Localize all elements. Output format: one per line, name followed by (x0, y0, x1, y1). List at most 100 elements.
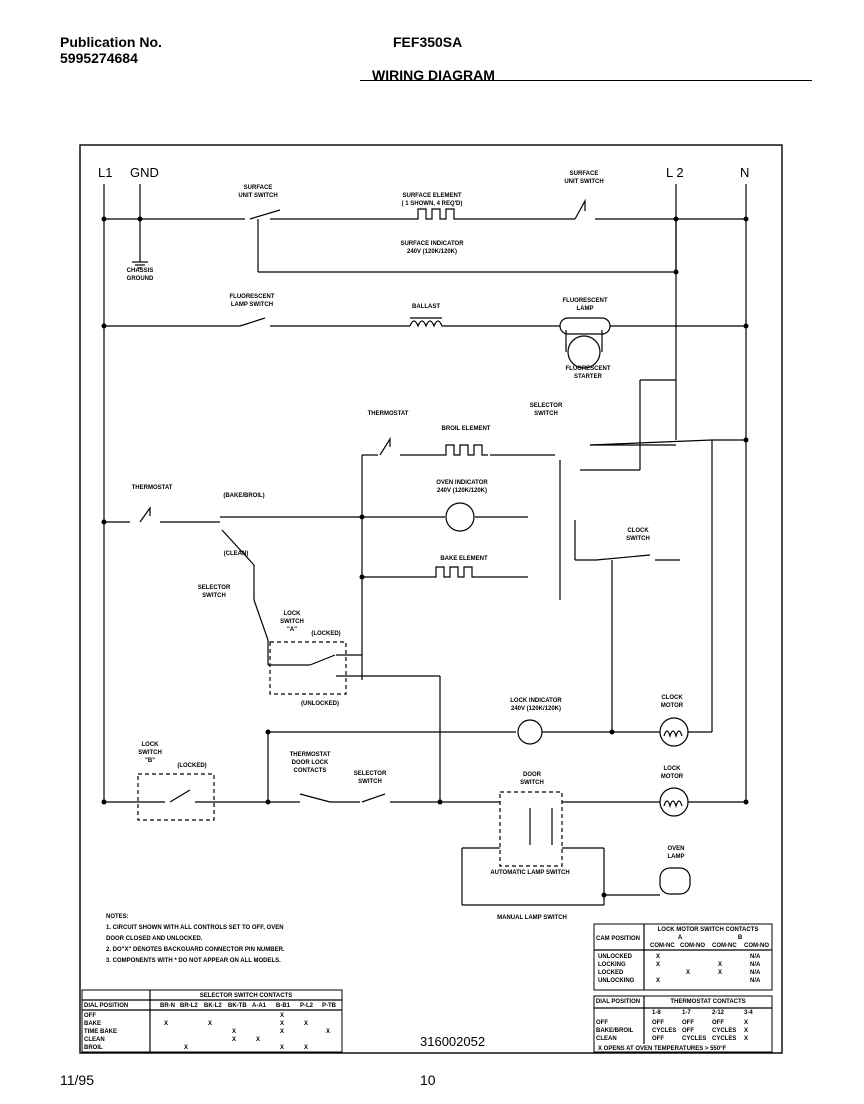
table-cell: LOCKED (598, 970, 624, 976)
thermostat-door-lock-line: DOOR LOCK (292, 760, 329, 766)
note-line: 1. CIRCUIT SHOWN WITH ALL CONTROLS SET T… (106, 925, 284, 931)
table-cell: X (686, 970, 690, 976)
clock-switch-line: CLOCK (627, 528, 649, 534)
surface-switch-right-line: SURFACE (570, 171, 599, 177)
ballast-line: BALLAST (412, 304, 440, 310)
door-switch-label: DOOR SWITCH (520, 772, 544, 786)
broil-element-label: BROIL ELEMENT (442, 426, 491, 432)
table-cell: X (256, 1037, 260, 1043)
bake-element-label: BAKE ELEMENT (440, 556, 488, 562)
page-number: 10 (420, 1072, 436, 1088)
surface-indicator-line: SURFACE INDICATOR (400, 241, 464, 247)
table-cell: X (656, 962, 660, 968)
table-cell: OFF (596, 1020, 608, 1026)
selector-switch-left-label: SELECTOR SWITCH (198, 585, 231, 599)
table-cell: OFF (682, 1020, 694, 1026)
table-cell: CYCLES (712, 1028, 736, 1034)
lock-switch-a-line: "A" (287, 627, 297, 633)
table-cell: BROIL (84, 1045, 103, 1051)
table-cell: CLEAN (84, 1037, 105, 1043)
lock-motor-line: LOCK (664, 766, 682, 772)
fluor-starter-line: FLUORESCENT (566, 366, 611, 372)
table-cell: N/A (750, 970, 761, 976)
surface-element-line: ( 1 SHOWN, 4 REQ'D) (402, 201, 463, 207)
selector-switch-mid-line: SELECTOR (354, 771, 387, 777)
table-header: 1-8 (652, 1010, 661, 1016)
table-cell: N/A (750, 962, 761, 968)
rail-l2: L 2 (666, 165, 684, 180)
thermostat-door-lock-line: CONTACTS (294, 768, 327, 774)
rail-gnd: GND (130, 165, 159, 180)
rail-l1: L1 (98, 165, 112, 180)
table-cell: X (304, 1021, 308, 1027)
table-cell: X (744, 1028, 748, 1034)
table-cell: OFF (652, 1036, 664, 1042)
selector-switch-left-line: SWITCH (202, 593, 226, 599)
locked-b-label: (LOCKED) (177, 763, 206, 769)
table-header: DIAL POSITION (84, 1003, 128, 1009)
model-number: FEF350SA (393, 34, 463, 50)
broil-element-line: BROIL ELEMENT (442, 426, 491, 432)
table-cell: X (326, 1029, 330, 1035)
table-cell: X (184, 1045, 188, 1051)
note-line: 2. DO"X" DENOTES BACKGUARD CONNECTOR PIN… (106, 947, 285, 953)
oven-indicator-line: 240V (120K/120K) (437, 488, 487, 494)
table-header: BK-L2 (204, 1003, 222, 1009)
thermostat-left-line: THERMOSTAT (132, 485, 173, 491)
table-cell: X (744, 1036, 748, 1042)
table-cell: OFF (652, 1020, 664, 1026)
thermostat-top-label: THERMOSTAT (368, 411, 409, 417)
table-cell: CYCLES (682, 1036, 706, 1042)
locked-b-line: (LOCKED) (177, 763, 206, 769)
lock-switch-b-line: SWITCH (138, 750, 162, 756)
surface-element-label: SURFACE ELEMENT ( 1 SHOWN, 4 REQ'D) (402, 193, 463, 207)
table-header: A (678, 935, 683, 941)
table-header: BR-L2 (180, 1003, 198, 1009)
surface-element-line: SURFACE ELEMENT (402, 193, 461, 199)
fluor-lamp-line: LAMP (577, 306, 594, 312)
table-cell: X (208, 1021, 212, 1027)
table-title: LOCK MOTOR SWITCH CONTACTS (658, 927, 759, 933)
door-switch-line: SWITCH (520, 780, 544, 786)
table-header: 1-7 (682, 1010, 691, 1016)
table-footnote: X OPENS AT OVEN TEMPERATURES > 550°F (598, 1046, 726, 1052)
table-cell: X (656, 978, 660, 984)
thermostat-top-line: THERMOSTAT (368, 411, 409, 417)
oven-lamp-line: OVEN (667, 846, 684, 852)
table-cell: BAKE/BROIL (596, 1028, 634, 1034)
publication-label: Publication No. (60, 34, 162, 50)
lock-switch-b-line: "B" (145, 758, 155, 764)
table-header: COM-NC (650, 943, 675, 949)
table-cell: X (280, 1029, 284, 1035)
oven-indicator-line: OVEN INDICATOR (436, 480, 488, 486)
table-header: BR-N (160, 1003, 175, 1009)
table-cell: X (304, 1045, 308, 1051)
fluor-lamp-line: FLUORESCENT (563, 298, 608, 304)
table-header: COM-NC (712, 943, 737, 949)
table-title: THERMOSTAT CONTACTS (670, 999, 745, 1005)
oven-lamp-line: LAMP (668, 854, 685, 860)
table-cell: CYCLES (712, 1036, 736, 1042)
table-header: B-B1 (276, 1003, 291, 1009)
oven-indicator-label: OVEN INDICATOR 240V (120K/120K) (436, 480, 488, 494)
table-cell: X (656, 954, 660, 960)
door-switch-line: DOOR (523, 772, 542, 778)
selector-switch-left-line: SELECTOR (198, 585, 231, 591)
manual-lamp-switch-line: MANUAL LAMP SWITCH (497, 915, 567, 921)
thermostat-left-label: THERMOSTAT (132, 485, 173, 491)
page-title: WIRING DIAGRAM (372, 67, 495, 83)
auto-lamp-switch-line: AUTOMATIC LAMP SWITCH (490, 870, 569, 876)
chassis-ground-line: CHASSIS (127, 268, 154, 274)
table-cell: N/A (750, 954, 761, 960)
table-cell: X (280, 1021, 284, 1027)
table-header: P-L2 (300, 1003, 314, 1009)
table-cell: X (744, 1020, 748, 1026)
lock-indicator-line: LOCK INDICATOR (510, 698, 562, 704)
oven-lamp-label: OVEN LAMP (667, 846, 684, 860)
